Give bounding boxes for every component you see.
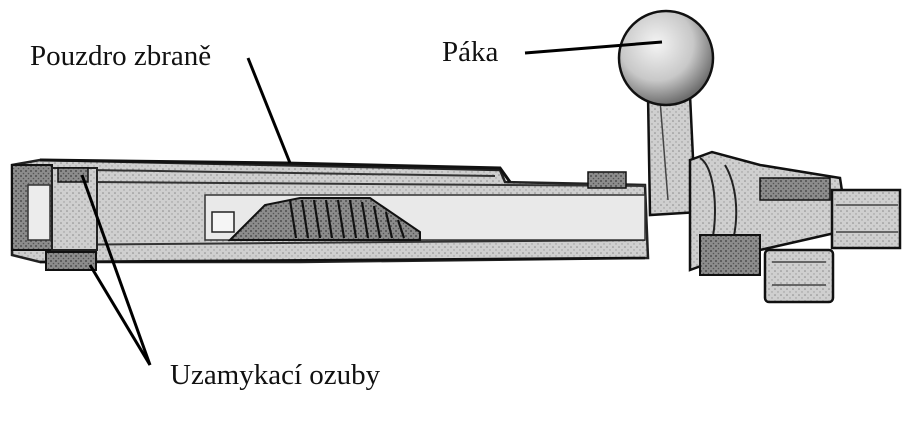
leader-ozuby-lower [88, 264, 152, 366]
label-pouzdro-zbrane: Pouzdro zbraně [30, 40, 212, 72]
spring-cavity [204, 194, 646, 241]
bolt-knob [617, 9, 715, 107]
leader-ozuby-upper [80, 174, 152, 366]
leader-pouzdro [246, 57, 292, 164]
label-uzamykaci-ozuby: Uzamykací ozuby [170, 359, 381, 391]
label-paka: Páka [442, 36, 499, 68]
top-block [587, 171, 627, 189]
leader-paka [524, 40, 663, 55]
bolt-front [11, 164, 98, 271]
rear-shroud [688, 150, 902, 304]
leader-lines [80, 40, 663, 366]
